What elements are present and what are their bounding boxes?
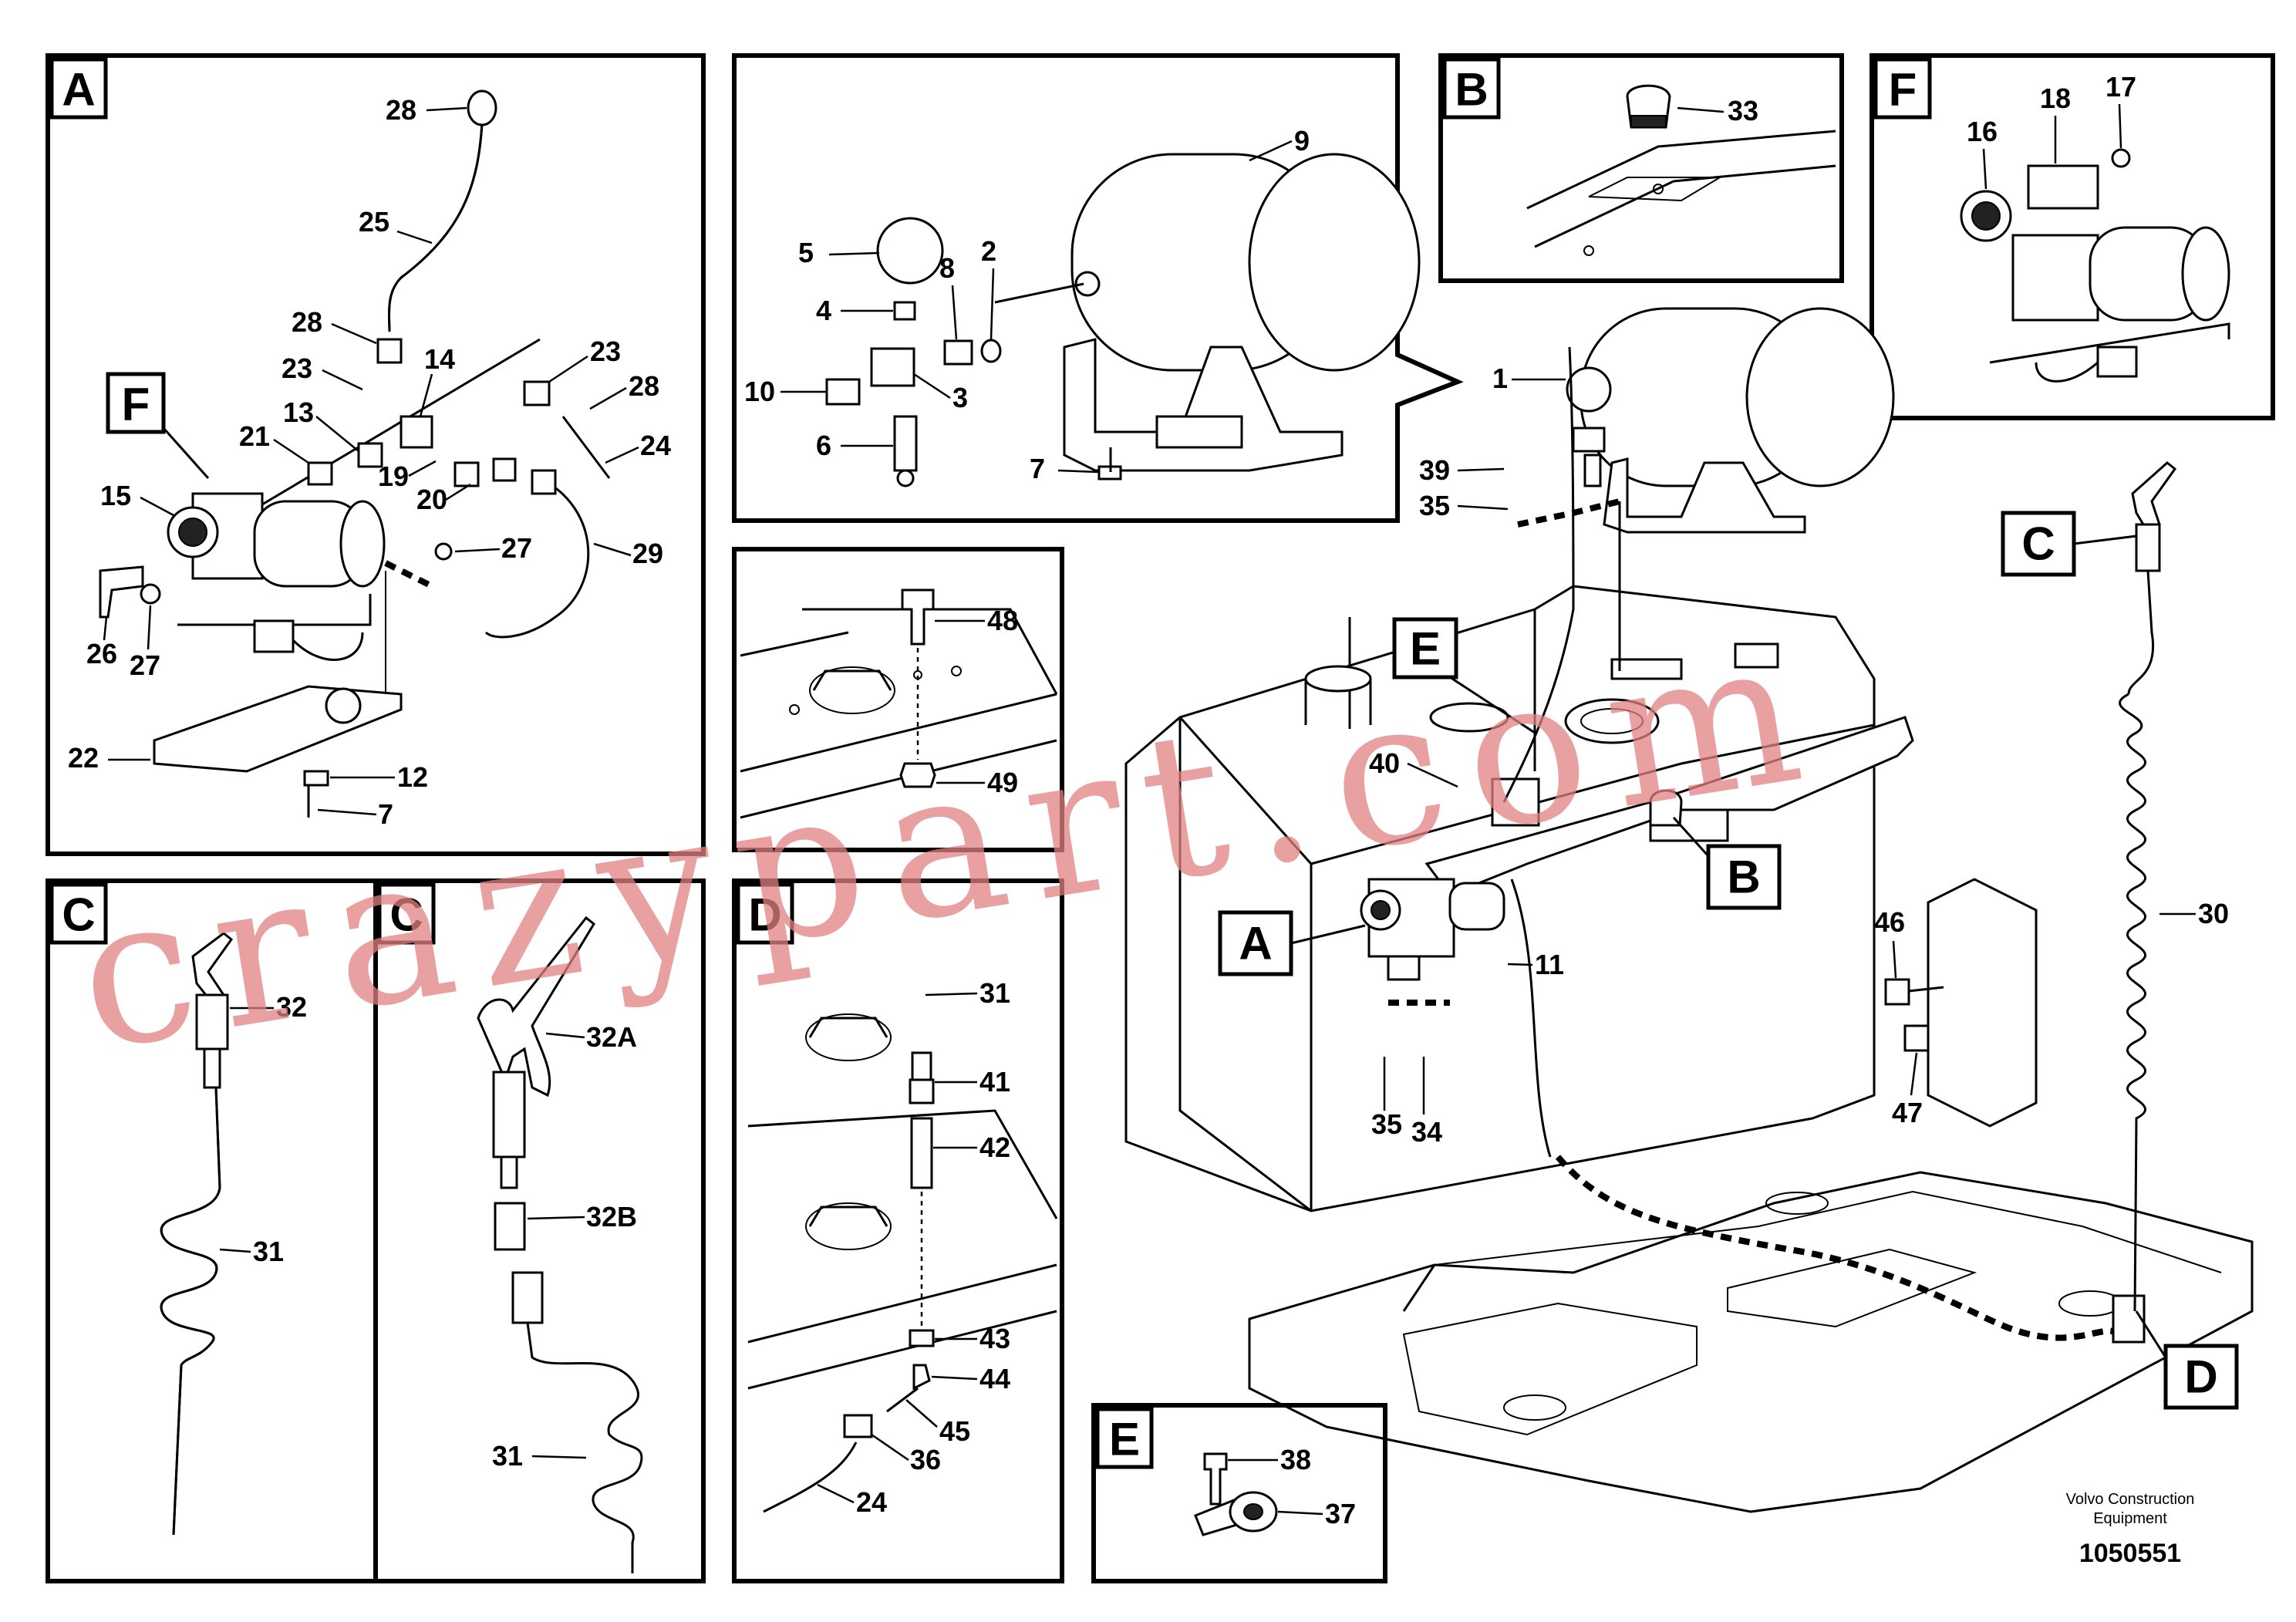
label-49: 49 — [987, 767, 1018, 798]
label-3: 3 — [952, 382, 968, 413]
panel-c1: C 32 31 — [46, 878, 378, 1583]
label-34: 34 — [1411, 1116, 1442, 1148]
f-pointer — [162, 427, 210, 479]
label-46: 46 — [1874, 906, 1905, 938]
panel-c2-letter: C — [389, 889, 423, 941]
panel-a-f-letter: F — [122, 379, 150, 430]
label-35: 35 — [1371, 1108, 1402, 1140]
panel-f-letter: F — [1889, 64, 1917, 116]
label-28: 28 — [386, 94, 416, 126]
label-31: 31 — [979, 977, 1010, 1009]
label-41: 41 — [979, 1066, 1010, 1098]
label-47: 47 — [1892, 1097, 1923, 1128]
main-letter-e-box — [1392, 617, 1458, 679]
label-7: 7 — [378, 798, 393, 830]
label-44: 44 — [979, 1363, 1010, 1394]
panel-c1-letter: C — [62, 889, 95, 941]
label-24: 24 — [640, 430, 671, 461]
label-10: 10 — [744, 376, 775, 407]
label-19: 19 — [378, 460, 409, 492]
panel-bolt-nut: 48 49 — [732, 547, 1064, 852]
label-5: 5 — [798, 237, 814, 268]
label-16: 16 — [1967, 116, 1998, 147]
panel-tank — [732, 53, 1464, 523]
main-letter-d: D — [2184, 1351, 2217, 1403]
label-48: 48 — [987, 605, 1018, 636]
label-20: 20 — [416, 484, 447, 515]
label-31: 31 — [492, 1440, 523, 1472]
label-2: 2 — [981, 235, 996, 267]
label-9: 9 — [1294, 125, 1310, 157]
main-letters: C E B A D — [1218, 511, 2239, 1410]
label-12: 12 — [397, 761, 428, 793]
panel-d-letter: D — [748, 889, 781, 941]
label-32: 32 — [276, 991, 307, 1023]
label-37: 37 — [1325, 1498, 1356, 1529]
label-31: 31 — [253, 1236, 284, 1267]
main-labels: 1 39 35 40 11 35 34 46 47 30 — [1369, 363, 2229, 1148]
panel-e-letter: E — [1109, 1414, 1140, 1465]
label-45: 45 — [939, 1415, 970, 1447]
label-7: 7 — [1030, 453, 1045, 484]
footer: Volvo Construction Equipment 1050551 — [2066, 1491, 2195, 1568]
label-25: 25 — [359, 206, 389, 238]
label-21: 21 — [239, 420, 270, 452]
label-30: 30 — [2198, 898, 2229, 929]
label-38: 38 — [1280, 1444, 1311, 1475]
main-letter-d-box — [2163, 1344, 2239, 1410]
panel-a: A — [46, 53, 706, 856]
panel-a-labels: 28 25 28 23 14 23 28 24 21 13 19 20 29 1… — [68, 94, 671, 830]
label-28: 28 — [629, 370, 659, 402]
panel-e: E 38 37 — [1091, 1403, 1387, 1583]
label-43: 43 — [979, 1323, 1010, 1354]
main-letter-e: E — [1410, 623, 1441, 675]
label-27: 27 — [130, 649, 160, 681]
panel-f: F 16 18 17 — [1870, 53, 2275, 420]
label-29: 29 — [632, 538, 663, 569]
label-42: 42 — [979, 1131, 1010, 1163]
label-32a: 32A — [586, 1021, 637, 1053]
label-27: 27 — [501, 532, 532, 564]
label-40: 40 — [1369, 747, 1400, 779]
label-36: 36 — [910, 1444, 941, 1475]
panel-b: B 33 — [1438, 53, 1844, 283]
label-11: 11 — [1535, 949, 1564, 980]
label-23: 23 — [590, 336, 621, 367]
label-26: 26 — [86, 638, 117, 669]
panel-a-letter: A — [62, 64, 95, 116]
label-24: 24 — [856, 1486, 887, 1518]
label-18: 18 — [2040, 83, 2071, 114]
panel-tank-labels: 9 5 8 2 4 10 3 6 7 — [744, 125, 1310, 484]
label-6: 6 — [816, 430, 831, 461]
label-14: 14 — [424, 343, 455, 375]
label-39: 39 — [1419, 454, 1450, 486]
panel-c2: C 32A 32B 31 — [373, 878, 706, 1583]
label-1: 1 — [1492, 363, 1508, 394]
label-23: 23 — [282, 352, 312, 384]
label-33: 33 — [1728, 95, 1758, 126]
main-letter-a-box — [1218, 910, 1293, 976]
label-8: 8 — [939, 252, 955, 284]
label-28: 28 — [292, 306, 322, 338]
label-32b: 32B — [586, 1201, 637, 1233]
main-letter-b: B — [1727, 851, 1760, 903]
label-17: 17 — [2106, 71, 2136, 103]
label-15: 15 — [100, 480, 131, 511]
footer-company-2: Equipment — [2093, 1510, 2167, 1527]
label-35: 35 — [1419, 490, 1450, 521]
panel-a-f-box — [106, 372, 166, 434]
label-22: 22 — [68, 742, 99, 774]
label-4: 4 — [816, 295, 831, 326]
label-13: 13 — [283, 396, 314, 428]
main-assembly — [1124, 307, 2254, 1513]
panel-d: D 31 41 42 43 44 45 36 24 — [732, 878, 1064, 1583]
main-letter-a: A — [1239, 918, 1272, 969]
panel-b-letter: B — [1455, 64, 1488, 116]
footer-company: Volvo Construction — [2066, 1491, 2195, 1508]
footer-drawing-number: 1050551 — [2079, 1539, 2181, 1568]
main-letter-c: C — [2021, 518, 2055, 570]
main-letter-b-box — [1706, 844, 1782, 910]
